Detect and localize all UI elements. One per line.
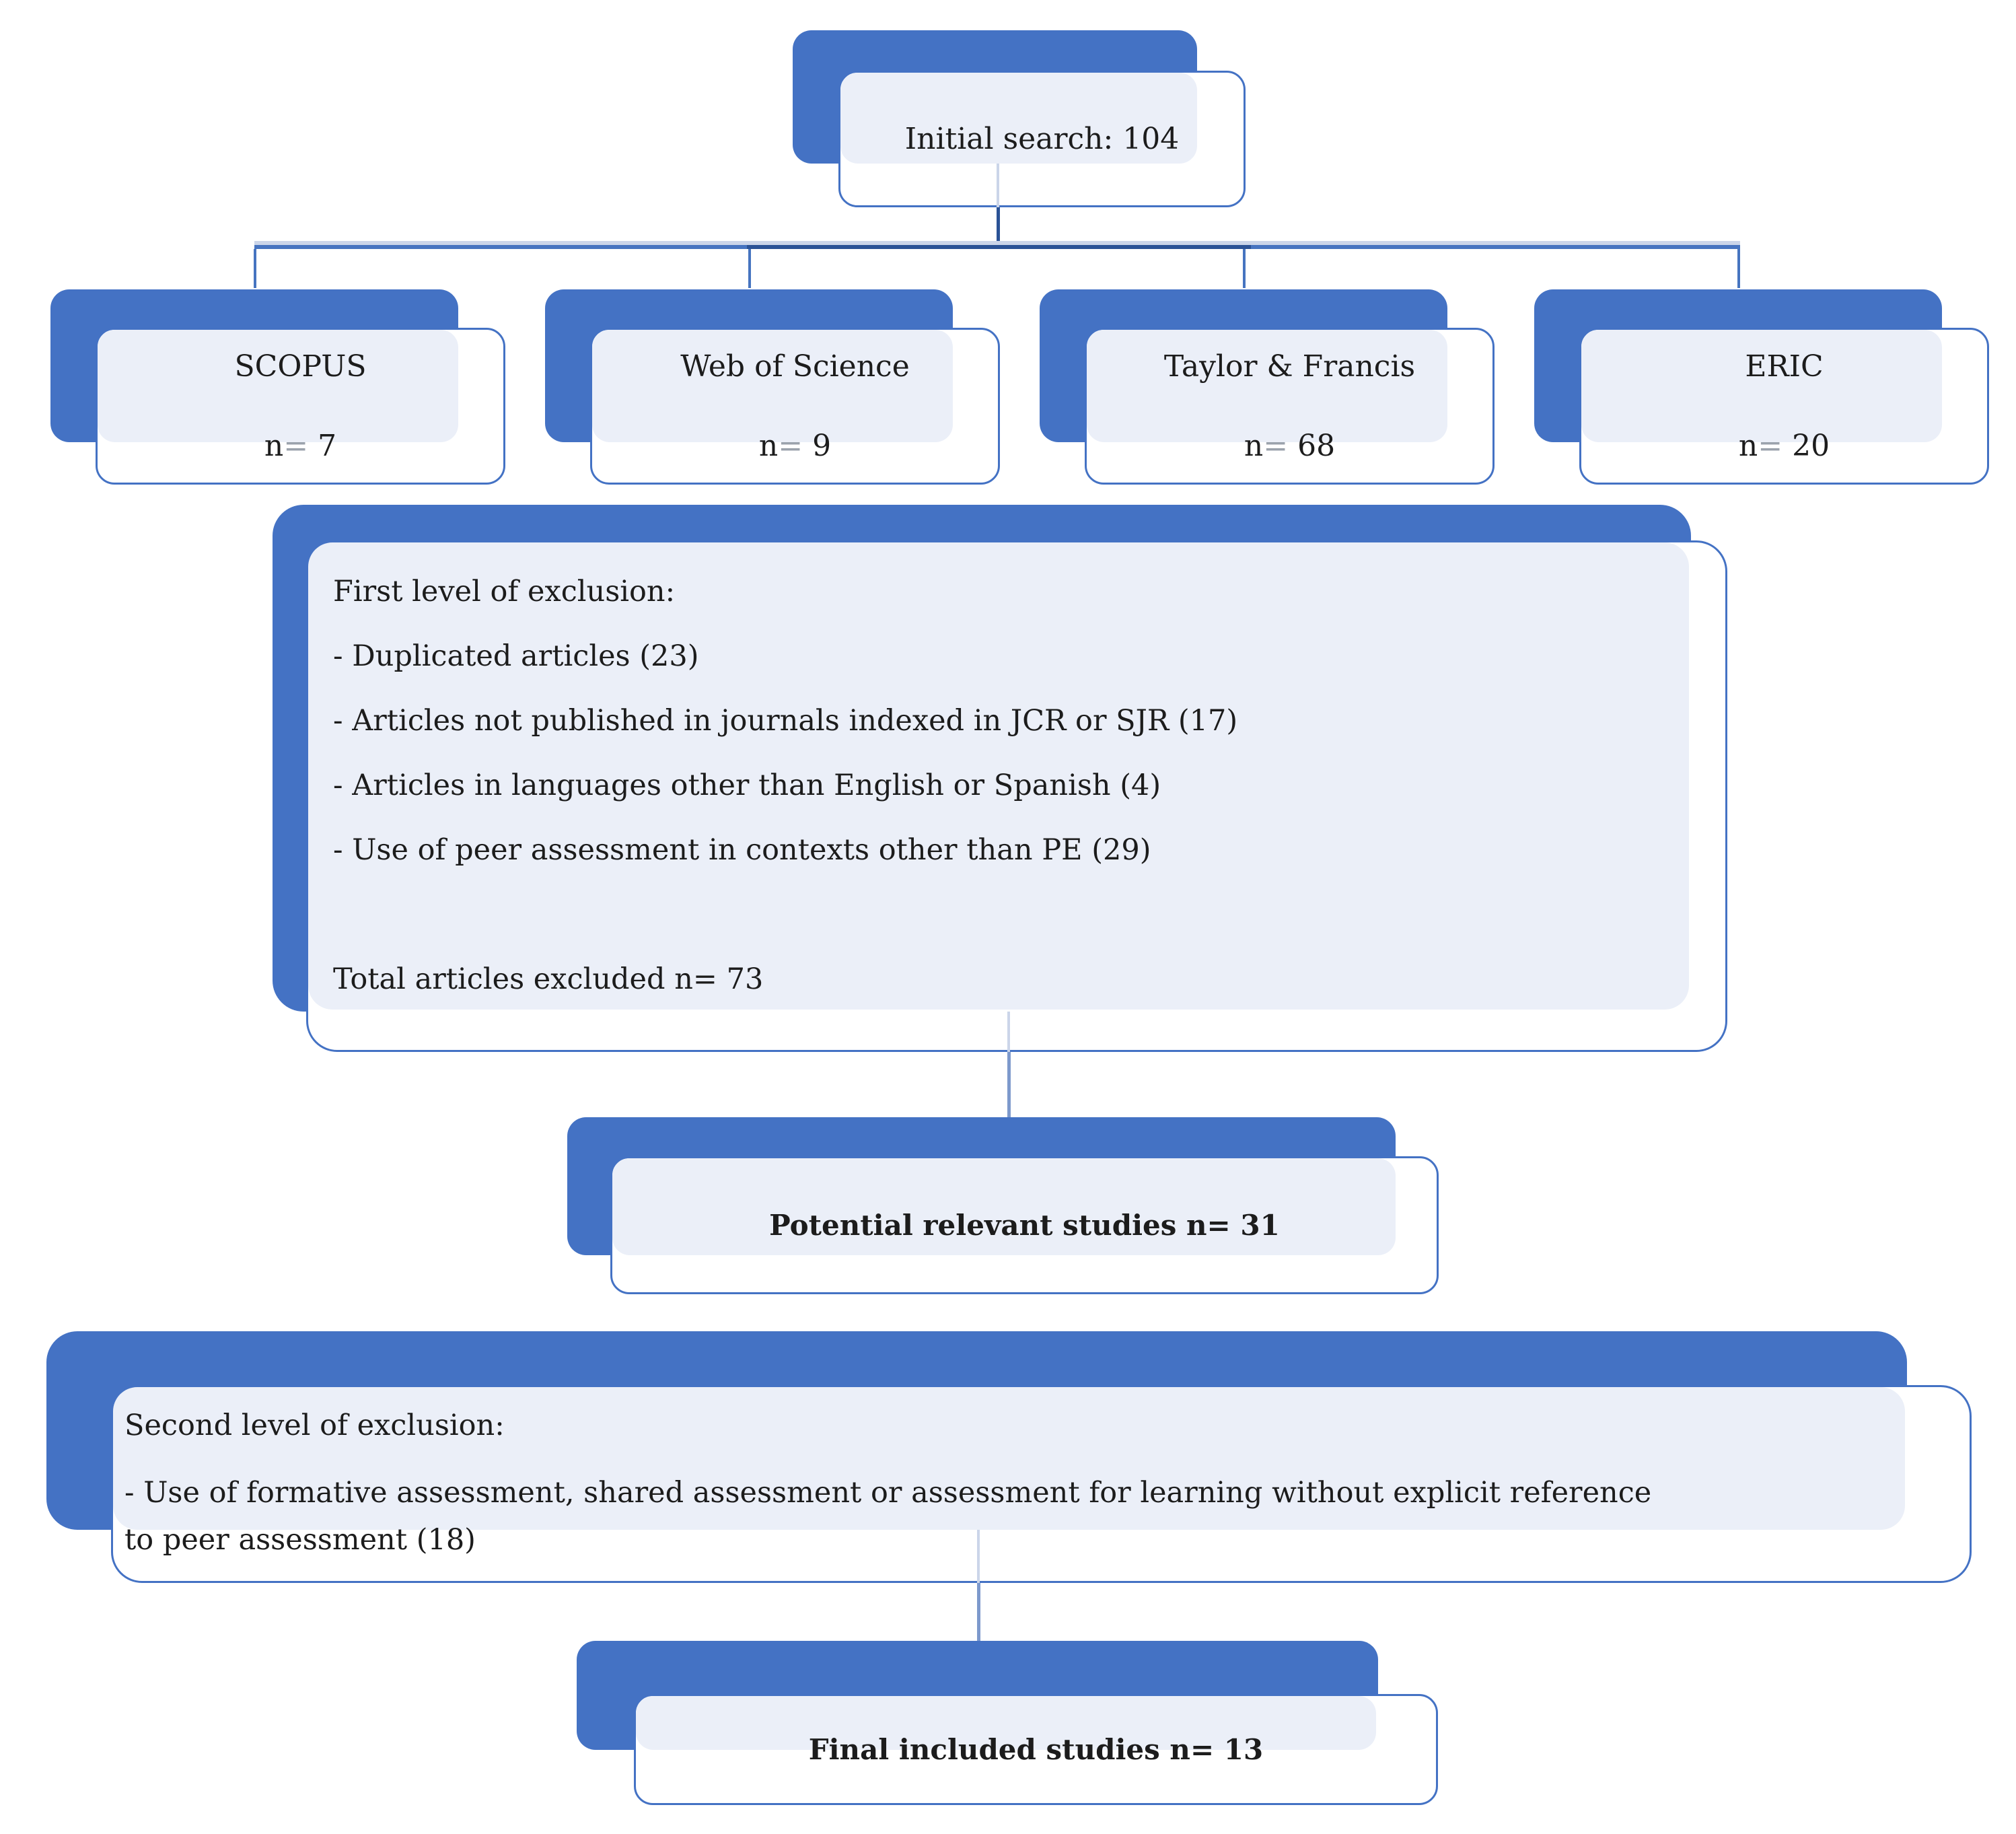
first-exclusion-total: Total articles excluded n= 73 xyxy=(333,962,764,996)
database-count: n= 68 xyxy=(1244,428,1336,463)
database-count: n= 7 xyxy=(264,428,337,463)
database-count: n= 20 xyxy=(1738,428,1830,463)
final-studies-label: Final included studies n= 13 xyxy=(808,1732,1264,1766)
connector-drop-wos xyxy=(748,249,751,288)
node-fill xyxy=(1087,330,1447,442)
second-exclusion-item-line1: - Use of formative assessment, shared as… xyxy=(124,1476,1652,1510)
database-name: Taylor & Francis xyxy=(1163,349,1416,384)
connector-drop-taylor xyxy=(1243,249,1246,288)
database-name: SCOPUS xyxy=(234,349,367,384)
connector-exclusion1-stub xyxy=(1007,1052,1011,1117)
node-fill xyxy=(308,542,1689,1010)
second-exclusion-item: - Use of formative assessment, shared as… xyxy=(124,1469,1955,1563)
node-fill xyxy=(592,330,953,442)
eric-label: ERIC n= 20 xyxy=(1579,328,1989,485)
node-fill xyxy=(612,1158,1396,1255)
connector-initial-stub-light xyxy=(997,164,999,207)
node-fill xyxy=(636,1696,1376,1750)
connector-exclusion2-stub xyxy=(977,1583,980,1642)
node-fill xyxy=(113,1387,1905,1530)
connector-drop-eric xyxy=(1737,249,1740,288)
database-name: ERIC xyxy=(1745,349,1824,384)
first-exclusion-text: First level of exclusion: - Duplicated a… xyxy=(333,559,1679,1012)
database-count: n= 9 xyxy=(758,428,832,463)
scopus-label: SCOPUS n= 7 xyxy=(96,328,505,485)
connector-exclusion1-stub-light xyxy=(1007,1012,1010,1052)
connector-branch-line-top xyxy=(254,241,1740,245)
connector-exclusion2-stub-light xyxy=(977,1530,980,1583)
blank-line xyxy=(333,882,1679,947)
node-fill xyxy=(840,73,1197,164)
exclusion-item: - Articles in languages other than Engli… xyxy=(333,769,1161,802)
exclusion-item: - Use of peer assessment in contexts oth… xyxy=(333,833,1151,867)
connector-branch-line-center xyxy=(747,245,1251,249)
second-exclusion-text: Second level of exclusion: - Use of form… xyxy=(124,1402,1955,1563)
taylor-francis-label: Taylor & Francis n= 68 xyxy=(1085,328,1495,485)
second-exclusion-item-line2: to peer assessment (18) xyxy=(124,1523,476,1557)
first-exclusion-title: First level of exclusion: xyxy=(333,575,676,608)
node-fill xyxy=(98,330,458,442)
web-of-science-label: Web of Science n= 9 xyxy=(590,328,1000,485)
potential-studies-label: Potential relevant studies n= 31 xyxy=(769,1208,1280,1242)
node-fill xyxy=(1581,330,1942,442)
connector-drop-scopus xyxy=(254,249,256,288)
second-exclusion-title: Second level of exclusion: xyxy=(124,1409,505,1442)
initial-search-label: Initial search: 104 xyxy=(904,121,1180,156)
connector-initial-stub xyxy=(997,207,1000,249)
exclusion-item: - Articles not published in journals ind… xyxy=(333,704,1238,738)
database-name: Web of Science xyxy=(680,349,910,384)
exclusion-item: - Duplicated articles (23) xyxy=(333,639,699,673)
